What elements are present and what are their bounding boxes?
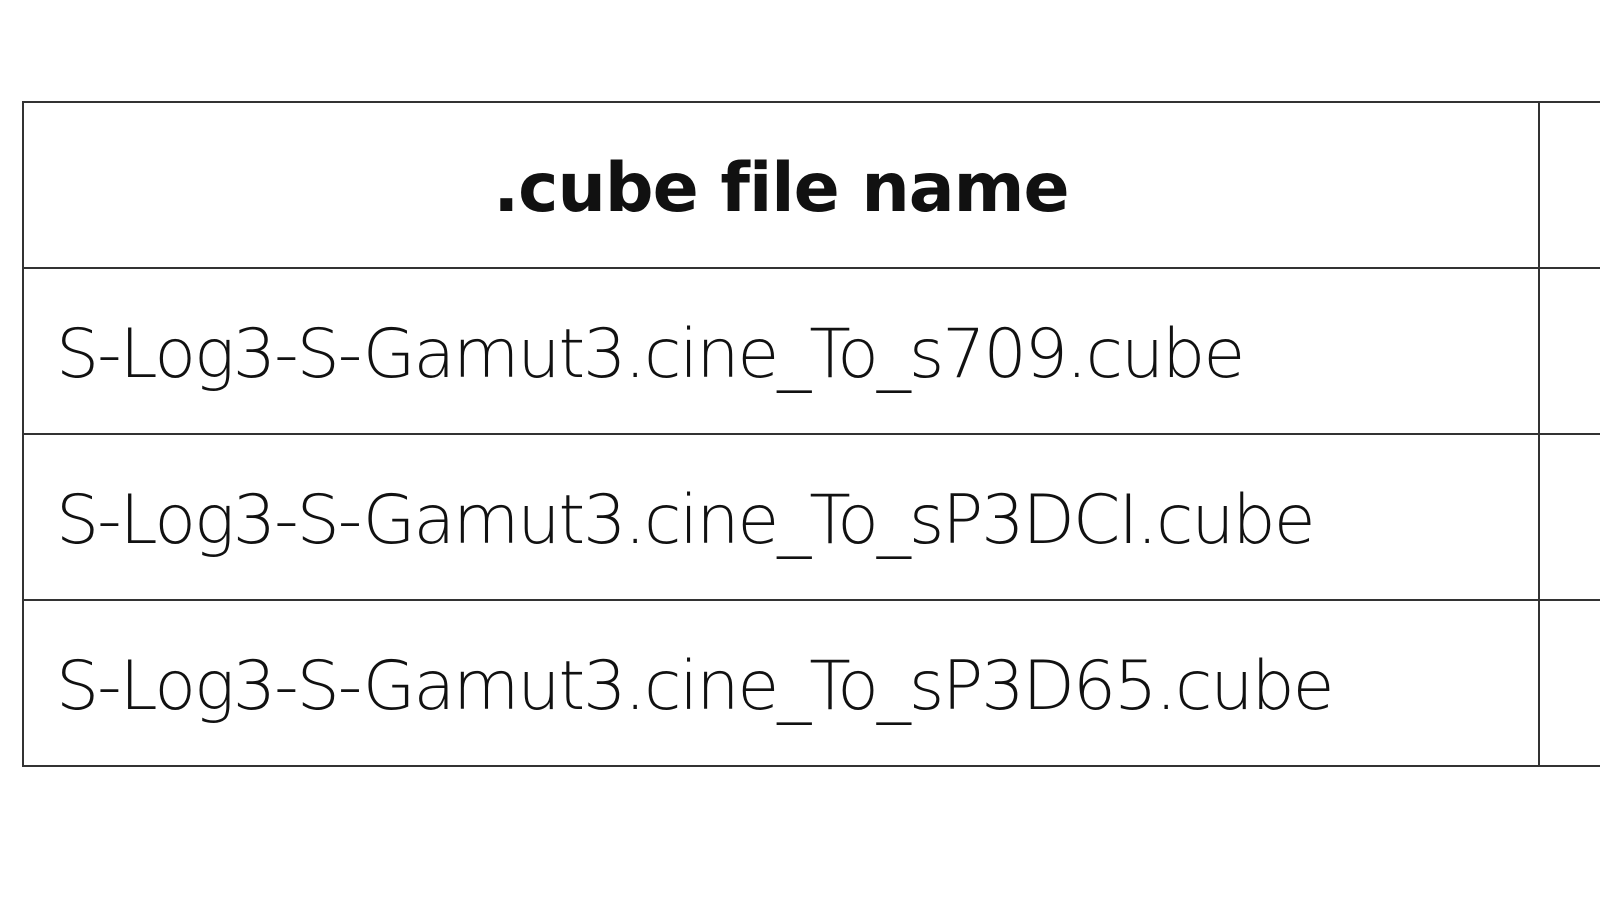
cube-file-name-cell: S-Log3-S-Gamut3.cine_To_sP3D65.cube (22, 599, 1540, 767)
cube-file-name-cell: S-Log3-S-Gamut3.cine_To_s709.cube (22, 267, 1540, 435)
cube-file-name-cell: S-Log3-S-Gamut3.cine_To_sP3DCI.cube (22, 433, 1540, 601)
lut-file-table-container: .cube file name S-Log3-S-Gamut3.cine_To_… (22, 101, 1600, 783)
table-header-row: .cube file name (22, 101, 1600, 269)
table-row: S-Log3-S-Gamut3.cine_To_sP3D65.cube (22, 599, 1600, 767)
table-row: S-Log3-S-Gamut3.cine_To_sP3DCI.cube (22, 433, 1600, 601)
column-header-second (1538, 101, 1600, 269)
column-header-file-name: .cube file name (22, 101, 1540, 269)
second-column-cell (1538, 433, 1600, 601)
lut-file-table: .cube file name S-Log3-S-Gamut3.cine_To_… (22, 101, 1600, 767)
second-column-cell (1538, 267, 1600, 435)
second-column-cell (1538, 599, 1600, 767)
table-row: S-Log3-S-Gamut3.cine_To_s709.cube (22, 267, 1600, 435)
